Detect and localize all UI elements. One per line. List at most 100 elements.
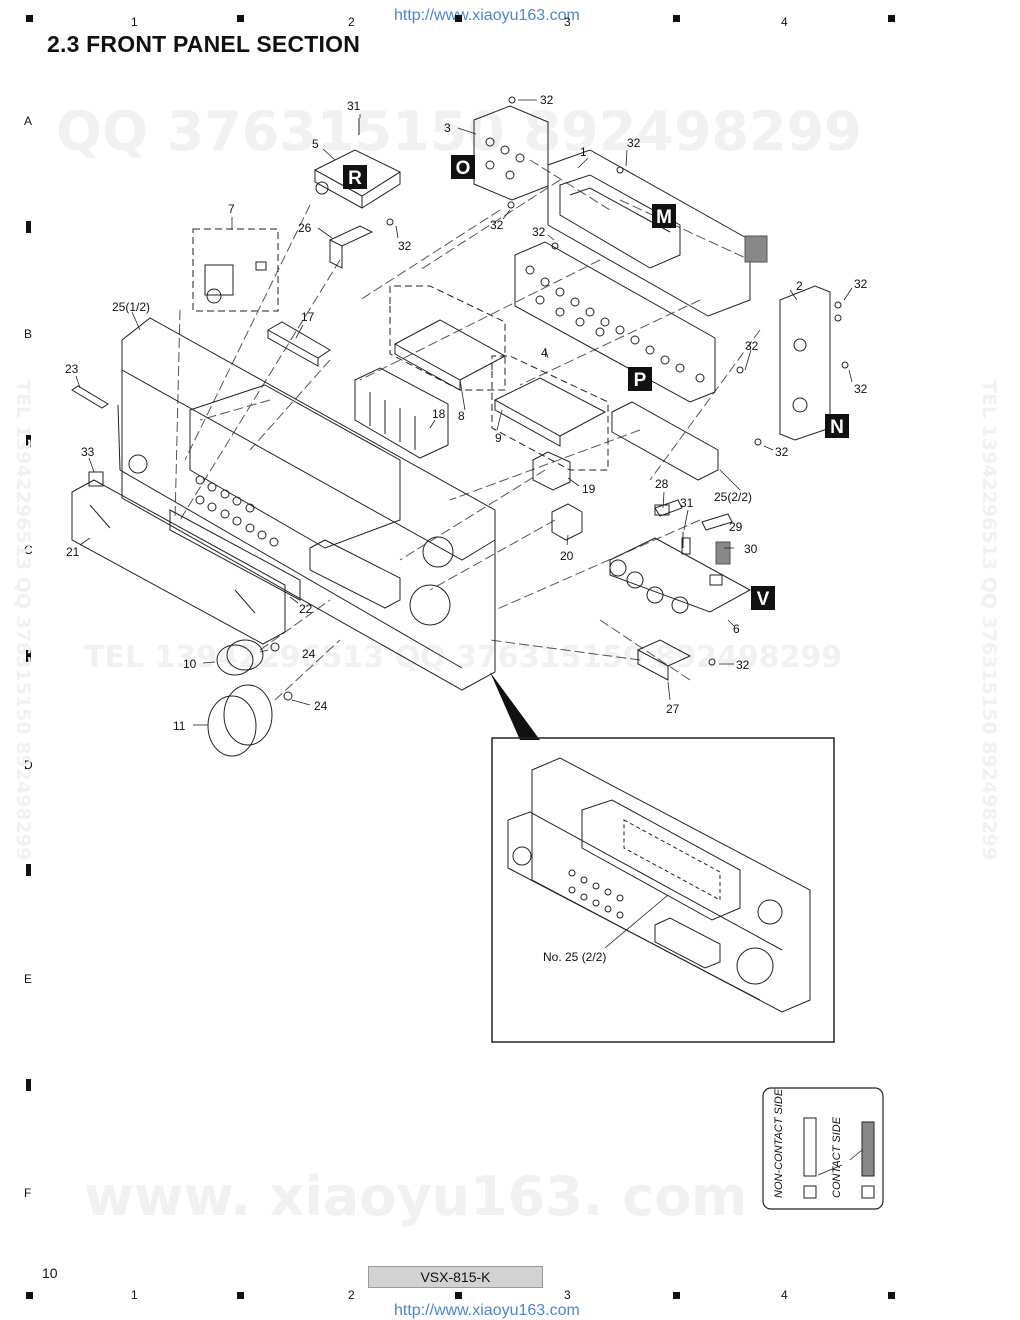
part-1-display-board: [547, 149, 768, 317]
grid-column-3: 3: [564, 15, 571, 29]
part-label: 5: [312, 137, 319, 151]
watermark-side-left: TEL 13942296513 QQ 376315150 892498299: [12, 380, 34, 861]
part-label: 7: [228, 202, 235, 216]
part-label: 32: [398, 239, 412, 253]
part-24-ring: [283, 691, 293, 701]
part-label: 25(1/2): [112, 300, 150, 314]
part-label: 10: [183, 657, 197, 671]
part-label: 2: [796, 279, 803, 293]
grid-column-2: 2: [348, 1288, 355, 1302]
grid-row-f: F: [24, 1186, 32, 1200]
grid-column-1: 1: [131, 1288, 138, 1302]
part-33-pad: [88, 471, 104, 487]
board-label-text: P: [634, 370, 647, 391]
grid-column-1: 1: [131, 15, 138, 29]
inset-callout: No. 25 (2/2): [543, 950, 606, 964]
grid-row-c: C: [24, 543, 33, 557]
part-label: 32: [627, 136, 641, 150]
grid-marker: [673, 1292, 680, 1299]
watermark-qq: QQ 376315150 892498299: [56, 100, 862, 163]
part-4-board: [514, 241, 716, 403]
footer-url[interactable]: http://www.xiaoyu163.com: [394, 1302, 580, 1319]
part-label: 32: [540, 93, 554, 107]
grid-marker: [26, 864, 31, 876]
part-20-clip: [551, 503, 583, 541]
part-29-cable: [701, 513, 733, 531]
board-label-v: V: [751, 586, 775, 610]
part-22-window: [169, 509, 301, 601]
part-label: 25(2/2): [714, 490, 752, 504]
model-badge: VSX-815-K: [368, 1266, 543, 1288]
inset-pointer: [490, 672, 540, 740]
part-label: 18: [432, 407, 446, 421]
screw-32: [386, 96, 849, 666]
part-label: 17: [301, 310, 315, 324]
part-label: 31: [680, 496, 694, 510]
board-label-text: M: [656, 207, 672, 228]
part-label: 19: [582, 482, 596, 496]
part-label: 11: [173, 719, 186, 733]
part-label: 22: [299, 602, 313, 616]
part-label: 9: [495, 431, 502, 445]
page-title: 2.3 FRONT PANEL SECTION: [47, 31, 361, 57]
watermark-tel: TEL 13942296513 QQ 376315150 892498299: [84, 640, 843, 675]
grid-row-a: A: [24, 114, 33, 128]
grid-marker: [26, 1079, 31, 1091]
part-11-knob: [207, 684, 273, 757]
part-label: 29: [729, 520, 743, 534]
header-url[interactable]: http://www.xiaoyu163.com: [394, 7, 580, 24]
grid-marker: [673, 15, 680, 22]
board-label-n: N: [825, 414, 849, 438]
part-label: 21: [66, 545, 80, 559]
board-label-r: R: [343, 165, 367, 189]
part-28-cable: [654, 499, 683, 517]
grid-marker: [888, 15, 895, 22]
part-label: 4: [541, 346, 548, 360]
grid-column-4: 4: [781, 1288, 788, 1302]
part-label: 32: [745, 339, 759, 353]
part-3-board: [473, 105, 549, 201]
part-label: 32: [775, 445, 789, 459]
legend-non-contact-label: NON-CONTACT SIDE: [773, 1088, 785, 1198]
part-label: 1: [580, 145, 587, 159]
part-10-knob: [216, 639, 264, 676]
board-label-text: R: [348, 168, 362, 189]
part-25b-bracket: [611, 401, 719, 481]
grid-column-2: 2: [348, 15, 355, 29]
grid-marker: [26, 221, 31, 233]
grid-marker: [26, 15, 33, 22]
part-label: 3: [444, 121, 451, 135]
watermark-side-right: TEL 13942296513 QQ 376315150 892498299: [978, 380, 1000, 861]
grid-row-d: D: [24, 758, 33, 772]
part-label: 32: [532, 225, 546, 239]
part-label: 6: [733, 622, 740, 636]
page-number: 10: [42, 1265, 58, 1281]
part-label: 32: [736, 658, 750, 672]
grid-marker: [26, 1292, 33, 1299]
part-9-button-strip: [491, 355, 609, 471]
part-7-motor-assembly: [192, 228, 279, 312]
board-labels: R O M P N V: [343, 155, 849, 610]
part-27-bracket: [636, 639, 692, 681]
board-label-text: N: [830, 417, 844, 438]
part-23-spring: [71, 385, 109, 409]
part-label: 32: [490, 218, 504, 232]
part-18-holder: [354, 367, 449, 459]
front-buttons: [195, 475, 279, 547]
grid-row-b: B: [24, 327, 33, 341]
grid-marker: [455, 15, 462, 22]
part-2-board: [779, 285, 831, 441]
part-19-block: [532, 451, 571, 491]
board-label-text: O: [456, 158, 471, 179]
part-label: 27: [666, 702, 680, 716]
part-label: 33: [81, 445, 95, 459]
board-label-text: V: [757, 589, 770, 610]
part-26-bracket: [328, 225, 374, 269]
grid-marker: [237, 15, 244, 22]
part-label: 8: [458, 409, 465, 423]
part-label: 31: [347, 99, 361, 113]
part-6-board: [609, 504, 752, 614]
part-17-strip: [266, 321, 331, 367]
grid-marker: [26, 650, 31, 662]
